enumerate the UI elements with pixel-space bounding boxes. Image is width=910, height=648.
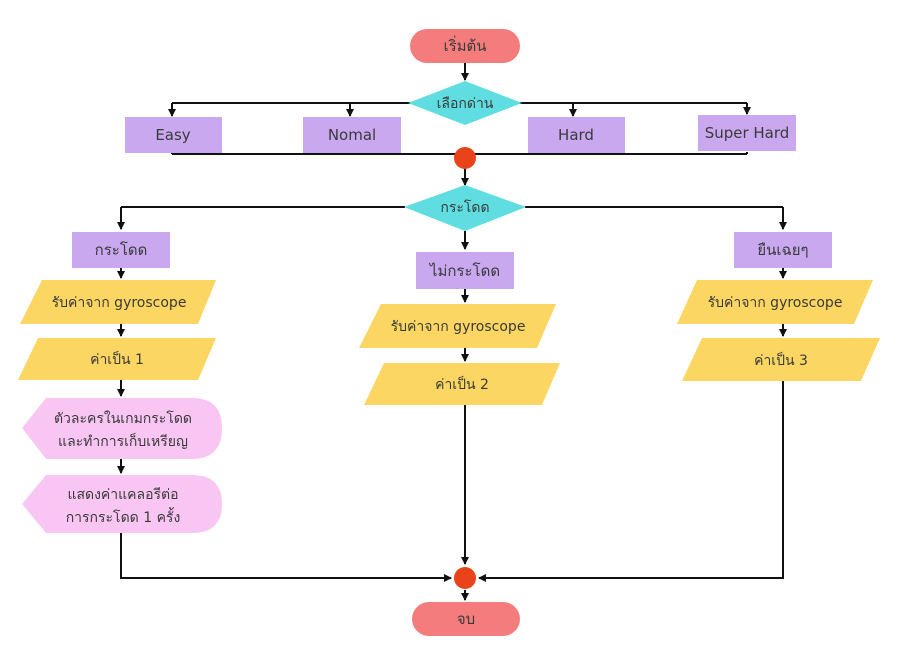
branch-jump-label: กระโดด [95,241,148,259]
character-display: ตัวละครในเกมกระโดด และทำการเก็บเหรียญ [22,398,222,459]
branch-jump-box: กระโดด [72,232,170,268]
level-hard-box: Hard [528,117,625,153]
value-1-label: ค่าเป็น 1 [90,350,144,368]
calorie-display: แสดงค่าแคลอรีต่อ การกระโดด 1 ครั้ง [22,475,222,533]
value-3-output: ค่าเป็น 3 [682,338,880,381]
select-level-label: เลือกด่าน [437,96,494,112]
level-super-hard-label: Super Hard [705,124,790,142]
level-nomal-box: Nomal [303,117,401,153]
end-label: จบ [457,610,475,628]
start-terminal: เริ่มต้น [410,29,520,63]
gyro-input-right-label: รับค่าจาก gyroscope [708,295,843,311]
level-easy-box: Easy [125,117,222,153]
level-nomal-label: Nomal [328,126,376,144]
calorie-line2-label: การกระโดด 1 ครั้ง [66,507,181,526]
gyro-input-middle-label: รับค่าจาก gyroscope [391,319,526,335]
branch-stand-label: ยืนเฉยๆ [757,241,808,259]
gyro-input-right: รับค่าจาก gyroscope [677,280,873,324]
value-2-output: ค่าเป็น 2 [364,363,560,405]
calorie-line1-label: แสดงค่าแคลอรีต่อ [67,487,178,503]
end-junction-dot [454,567,476,589]
gyro-input-left-label: รับค่าจาก gyroscope [52,295,187,311]
level-easy-label: Easy [155,126,190,144]
value-3-label: ค่าเป็น 3 [754,351,808,369]
merge-junction-dot [454,147,476,169]
edge-left-to-end-junction [120,533,452,582]
start-label: เริ่มต้น [443,35,486,55]
gyro-input-middle: รับค่าจาก gyroscope [359,304,556,348]
level-hard-label: Hard [558,126,594,144]
end-terminal: จบ [412,602,520,636]
level-super-hard-box: Super Hard [698,115,796,151]
jump-decision-label: กระโดด [440,199,489,216]
jump-decision: กระโดด [404,185,526,231]
branch-no-jump-label: ไม่กระโดด [429,262,500,280]
value-2-label: ค่าเป็น 2 [435,375,489,393]
branch-stand-box: ยืนเฉยๆ [734,232,832,268]
gyro-input-left: รับค่าจาก gyroscope [20,280,216,324]
select-level-decision: เลือกด่าน [408,81,522,125]
value-1-output: ค่าเป็น 1 [18,338,216,380]
branch-no-jump-box: ไม่กระโดด [416,252,514,289]
edge-right-to-end-junction [478,381,784,582]
character-line1-label: ตัวละครในเกมกระโดด [54,410,192,427]
character-line2-label: และทำการเก็บเหรียญ [58,432,188,450]
